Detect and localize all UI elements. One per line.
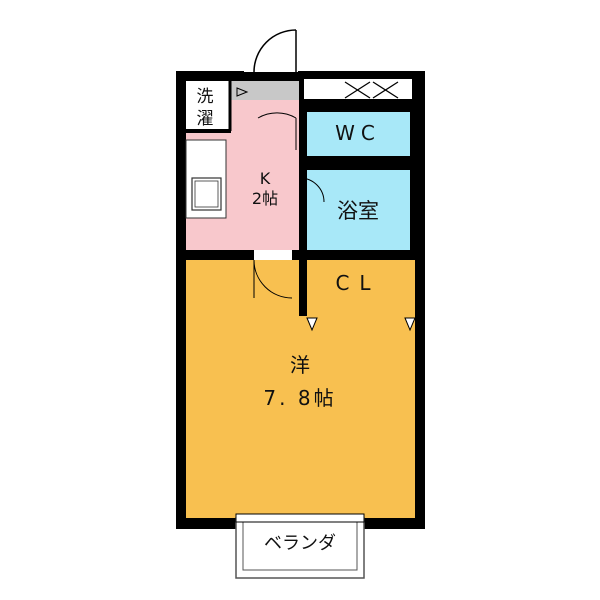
- western-label-1: 洋: [290, 353, 310, 377]
- kitchen-label-1: K: [260, 169, 271, 188]
- kitchen-counter: [185, 139, 227, 219]
- bath-area: [307, 170, 410, 250]
- wc-label: WC: [335, 121, 381, 145]
- kitchen-label-2: 2帖: [252, 189, 278, 208]
- entrance-door: [244, 29, 298, 73]
- washer-area: [186, 81, 230, 131]
- washer-label-1: 洗: [197, 87, 214, 107]
- wc-area: [307, 112, 410, 156]
- balcony-label: ベランダ: [264, 533, 336, 554]
- closet-label: CL: [335, 271, 380, 295]
- western-label-2: 7. 8帖: [263, 386, 336, 410]
- washer-label-2: 濯: [197, 109, 214, 129]
- entry-area: [231, 81, 299, 100]
- western-room-upper: [186, 260, 299, 320]
- balcony: [235, 513, 365, 579]
- bath-label: 浴室: [337, 199, 379, 223]
- closet-floor-strip: [300, 308, 415, 318]
